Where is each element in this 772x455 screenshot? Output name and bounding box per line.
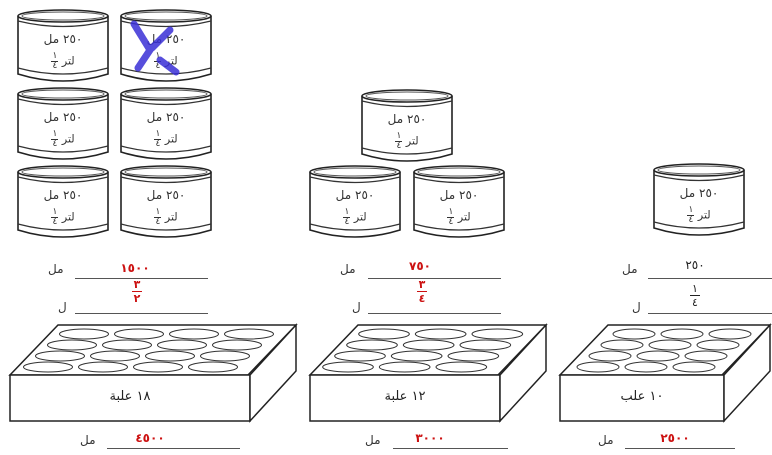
liter-unit: ل <box>632 300 641 314</box>
ml-answer: ١٥٠٠ <box>120 261 150 275</box>
ml-unit: مل <box>48 262 64 276</box>
ink-mark-icon <box>130 20 180 76</box>
ml-unit: مل <box>622 262 638 276</box>
can-ml-label: ٢٥٠ مل <box>43 188 83 202</box>
can-ml-label: ٢٥٠ مل <box>43 32 83 46</box>
can-ml-label: ٢٥٠ مل <box>43 110 83 124</box>
tray-count-label: ١٨ علبة <box>109 389 151 404</box>
liter-unit: ل <box>58 300 67 314</box>
total-ml-answer: ٣٠٠٠ <box>415 431 445 445</box>
tray-icon: ١٢ علبة <box>308 323 548 429</box>
total-ml-answer: ٤٥٠٠ <box>135 431 165 445</box>
tray-icon: ١٠ علب <box>558 323 772 429</box>
tray-icon: ١٨ علبة <box>8 323 298 429</box>
can-ml-label: ٢٥٠ مل <box>387 112 427 126</box>
ml-unit: مل <box>80 433 96 447</box>
can-ml-label: ٢٥٠ مل <box>146 110 186 124</box>
ml-unit: مل <box>340 262 356 276</box>
liter-unit: ل <box>352 300 361 314</box>
can-ml-label: ٢٥٠ مل <box>335 188 375 202</box>
ml-answer: ٢٥٠ <box>685 258 705 272</box>
ml-unit: مل <box>598 433 614 447</box>
ml-unit: مل <box>365 433 381 447</box>
tray-count-label: ١٠ علب <box>620 389 664 404</box>
can-ml-label: ٢٥٠ مل <box>146 188 186 202</box>
tray-count-label: ١٢ علبة <box>384 389 426 404</box>
can-ml-label: ٢٥٠ مل <box>679 186 719 200</box>
total-ml-answer: ٢٥٠٠ <box>660 431 690 445</box>
ml-answer: ٧٥٠ <box>409 259 431 273</box>
can-ml-label: ٢٥٠ مل <box>439 188 479 202</box>
